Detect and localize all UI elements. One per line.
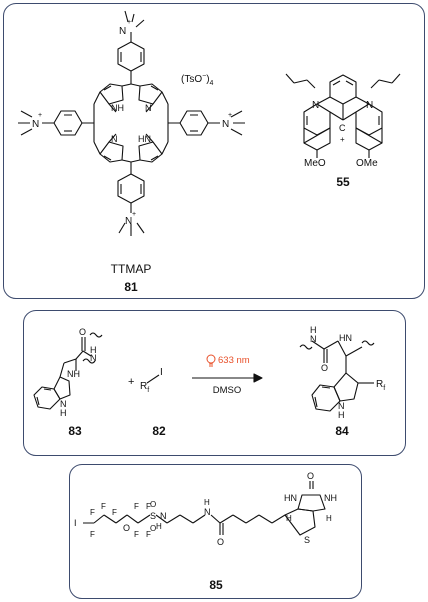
compound-name: TTMAP	[111, 262, 152, 276]
nh-84-n: N	[310, 334, 317, 344]
f-1: F	[90, 508, 95, 517]
reaction-panel: O H N NH N H 83 + Rf I 82 633 nm DMSO H …	[23, 310, 406, 456]
indole-n-84: N	[338, 401, 345, 411]
sulfonamide-h: H	[156, 522, 162, 531]
ring-h-right: H	[326, 514, 332, 523]
indole-h-84: H	[338, 410, 345, 420]
amide-o: O	[217, 537, 224, 547]
compound-number-81: 81	[124, 280, 138, 294]
lightbulb-icon	[206, 354, 216, 367]
plus-left: +	[38, 112, 42, 119]
plus-right: +	[228, 112, 232, 119]
nh-84-h: H	[310, 325, 317, 335]
solvent-label: DMSO	[213, 385, 242, 396]
panel3-biotin: I F F F F O F F F F S O O H N H N O O HN…	[74, 471, 337, 592]
ether-o: O	[123, 523, 130, 533]
o-84: O	[321, 363, 328, 373]
iodide-label: I	[160, 367, 163, 378]
sulfonyl-o-2: O	[150, 524, 156, 533]
sulfonyl-o-1: O	[150, 500, 156, 509]
rf-label: Rf	[140, 381, 149, 394]
compound-number-83: 83	[68, 424, 82, 438]
f-4: F	[112, 508, 117, 517]
wavelength-label: 633 nm	[218, 355, 250, 366]
n-right-label: N	[145, 103, 152, 113]
nh-83-h: H	[90, 345, 97, 355]
nh-amine-83: NH	[67, 369, 80, 379]
plus-top: +	[127, 19, 131, 26]
carbocation-plus: +	[340, 135, 345, 144]
carbocation-label: C	[339, 123, 346, 133]
n-left-label: N	[111, 134, 118, 144]
ammonium-n-top: N	[119, 26, 126, 37]
panel2-reaction: O H N NH N H 83 + Rf I 82 633 nm DMSO H …	[33, 325, 385, 438]
f-7: F	[134, 530, 139, 539]
plus-sign: +	[128, 376, 134, 388]
compound-number-85: 85	[209, 578, 223, 592]
panel1-structures: N + NH N N HN N + N + N + (TsO−)4 TTMAP …	[18, 10, 401, 294]
n-right-55: N	[366, 100, 373, 111]
ome-label: OMe	[356, 158, 378, 169]
indole-h-83: H	[60, 408, 67, 418]
ammonium-n-left: N	[32, 119, 39, 130]
n-left-55: N	[312, 100, 319, 111]
counterion-label: (TsO−)4	[181, 73, 214, 87]
iodine-label: I	[74, 518, 77, 528]
ammonium-n-right: N	[222, 119, 229, 130]
nh-83-n: N	[90, 353, 97, 363]
o-83: O	[79, 327, 86, 337]
urea-o: O	[307, 471, 314, 481]
f-2: F	[90, 530, 95, 539]
ring-hn: HN	[284, 493, 297, 503]
hn-84: HN	[339, 333, 352, 343]
porphyrin-panel: N + NH N N HN N + N + N + (TsO−)4 TTMAP …	[3, 3, 425, 299]
amide-h: H	[204, 498, 210, 507]
ring-h-left: H	[286, 514, 292, 523]
sulfonyl-s: S	[150, 511, 156, 521]
hn-bottom-label: HN	[138, 134, 151, 144]
f-6: F	[146, 502, 151, 511]
indole-n-83: N	[60, 399, 67, 409]
compound-number-82: 82	[152, 424, 166, 438]
compound-number-84: 84	[335, 424, 349, 438]
rf-label-84: Rf	[376, 379, 385, 392]
compound-number-55: 55	[336, 175, 350, 189]
sulfonamide-n: N	[160, 511, 167, 521]
nh-top-label: NH	[111, 103, 124, 113]
meo-label: MeO	[304, 158, 326, 169]
ring-nh: NH	[324, 493, 337, 503]
f-5: F	[134, 502, 139, 511]
f-3: F	[101, 502, 106, 511]
plus-bottom: +	[132, 211, 136, 218]
biotin-panel: I F F F F O F F F F S O O H N H N O O HN…	[69, 464, 362, 599]
f-8: F	[146, 530, 151, 539]
amide-n: N	[204, 507, 211, 517]
thioether-s: S	[304, 535, 310, 545]
ammonium-n-bottom: N	[125, 216, 132, 227]
